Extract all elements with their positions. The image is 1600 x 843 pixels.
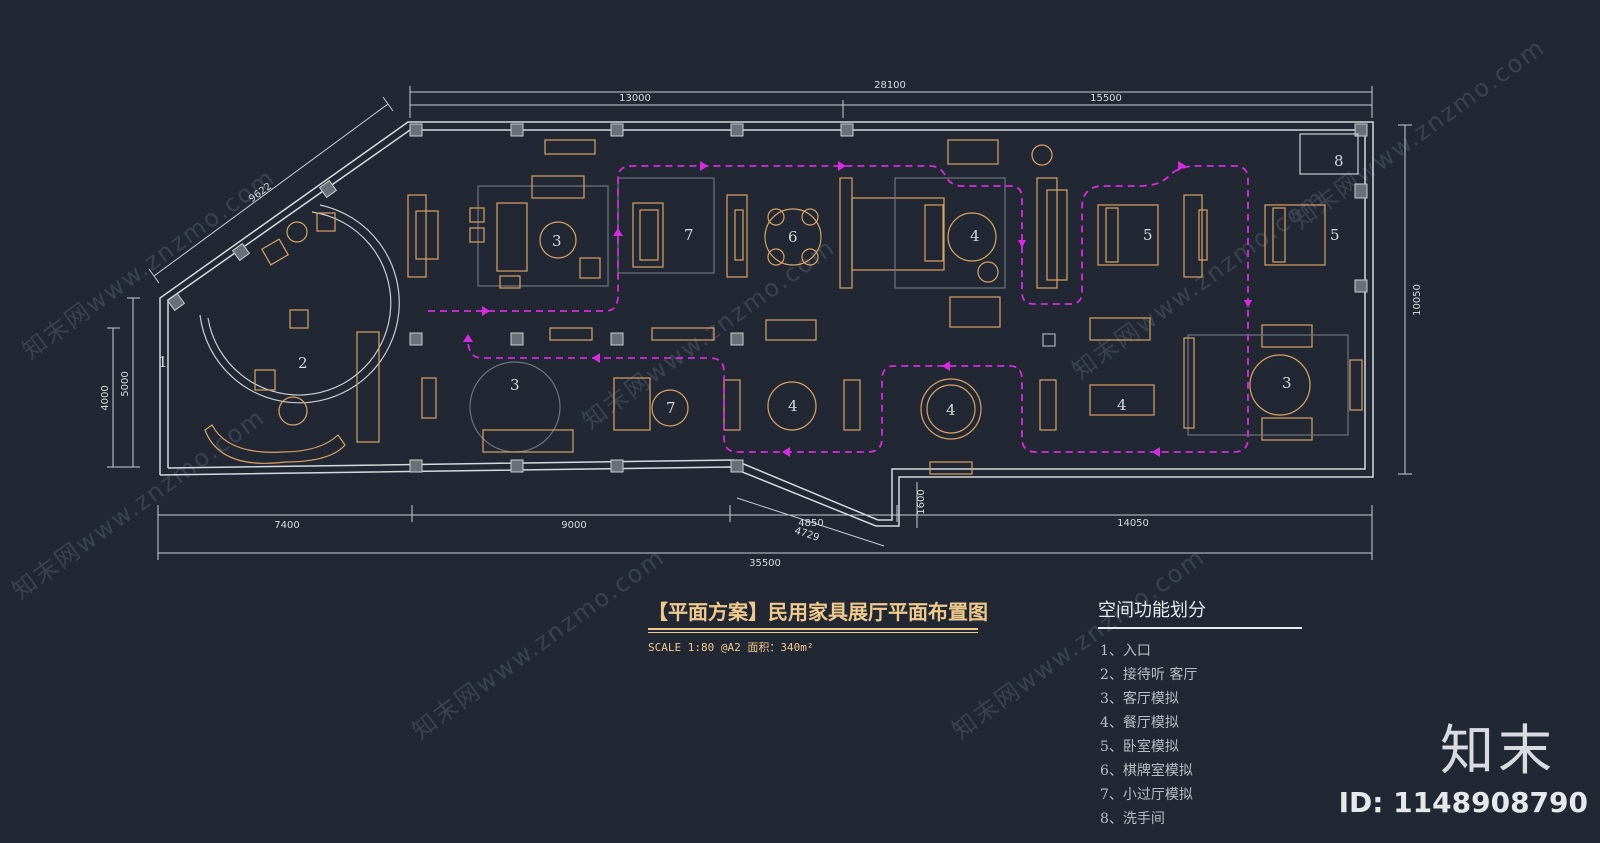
room-number: 8 [1334, 152, 1344, 170]
legend-item: 8、洗手间 [1100, 811, 1165, 827]
legend-item: 2、接待听 客厅 [1100, 667, 1198, 683]
legend-item: 7、小过厅模拟 [1100, 787, 1193, 803]
room-number: 7 [684, 226, 694, 244]
room-number: 3 [1282, 374, 1292, 392]
room-number: 5 [1330, 226, 1340, 244]
room-numbers: 1 2 3 7 6 4 5 5 8 3 7 4 4 4 3 [158, 152, 1344, 419]
dim-top-right: 15500 [1090, 93, 1122, 104]
structural-columns [166, 123, 1368, 473]
brand-watermark: 知末 [1440, 719, 1556, 782]
room-number: 4 [788, 397, 798, 415]
reception-area [199, 204, 400, 464]
drawing-title-block: 【平面方案】民用家具展厅平面布置图 SCALE 1:80 @A2 面积：340m… [648, 596, 988, 655]
legend-item: 6、棋牌室模拟 [1100, 763, 1193, 779]
room-number: 3 [552, 232, 562, 250]
title-underline [648, 632, 978, 633]
dim-bottom-3: 4850 [798, 518, 823, 529]
dim-bottom-2: 9000 [561, 520, 586, 531]
legend-item: 3、客厅模拟 [1100, 691, 1179, 707]
legend-item: 5、卧室模拟 [1100, 739, 1179, 755]
legend-list: 1、入口 2、接待听 客厅 3、客厅模拟 4、餐厅模拟 5、卧室模拟 6、棋牌室… [1098, 639, 1302, 831]
dim-top-total: 28100 [874, 80, 906, 91]
watermark-text: 知末网www.znzmo.com [407, 543, 670, 745]
image-id-label: ID: 1148908790 [1338, 786, 1588, 819]
room-number: 5 [1143, 226, 1153, 244]
drawing-title: 【平面方案】民用家具展厅平面布置图 [648, 600, 988, 624]
furniture-layer [407, 133, 1363, 475]
dim-left-inner: 4000 [100, 385, 111, 410]
scale-note: SCALE 1:80 @A2 面积：340m² [648, 641, 814, 654]
room-number: 6 [788, 228, 798, 246]
legend-item: 4、餐厅模拟 [1100, 715, 1179, 731]
room-number: 4 [946, 401, 956, 419]
dim-left-outer: 5000 [120, 371, 131, 396]
path-arrows [463, 161, 1252, 457]
legend-item: 1、入口 [1100, 643, 1151, 659]
watermark-text: 知末网www.znzmo.com [17, 163, 280, 365]
function-legend: 空间功能划分 1、入口 2、接待听 客厅 3、客厅模拟 4、餐厅模拟 5、卧室模… [1098, 596, 1302, 831]
dim-right: 10050 [1412, 284, 1423, 316]
dim-top-left: 13000 [619, 93, 651, 104]
dim-bottom-total: 35500 [749, 558, 781, 569]
room-number: 4 [1117, 396, 1127, 414]
room-number: 1 [158, 353, 168, 371]
room-number: 2 [298, 354, 308, 372]
building-walls [159, 121, 1374, 527]
room-number: 7 [666, 399, 676, 417]
room-number: 4 [970, 227, 980, 245]
dimension-lines [107, 86, 1412, 560]
title-underline [648, 628, 978, 630]
watermark-text: 知末网www.znzmo.com [7, 403, 270, 605]
legend-divider [1098, 627, 1302, 629]
dimension-labels: 28100 13000 15500 9622 5000 4000 10050 7… [100, 80, 1423, 569]
dim-bottom-4: 14050 [1117, 518, 1149, 529]
room-number: 3 [510, 376, 520, 394]
legend-title: 空间功能划分 [1098, 600, 1206, 621]
dim-notch: 1600 [916, 489, 927, 514]
dim-bottom-1: 7400 [274, 520, 299, 531]
